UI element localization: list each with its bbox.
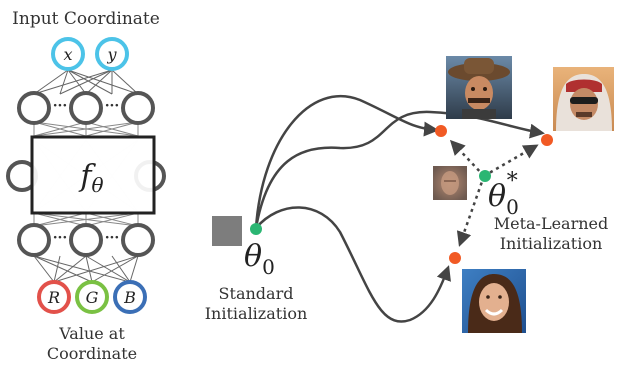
ellipsis: ··· xyxy=(105,98,120,114)
output-node-g: G xyxy=(75,280,109,314)
theta0-star-symbol: θ0* xyxy=(488,169,519,219)
meta-init-point xyxy=(479,170,491,182)
output-node-r-label: R xyxy=(47,288,60,307)
meta-initialization-label: Initialization xyxy=(500,234,603,253)
meta-learned-label: Meta-Learned xyxy=(494,214,609,233)
target-point-cowboy xyxy=(435,125,447,137)
output-node-b-label: B xyxy=(123,288,136,307)
meta-path-to-woman xyxy=(456,175,486,247)
meta-path-to-keffiyeh xyxy=(483,144,539,178)
gray-noise-square xyxy=(212,216,242,246)
ellipsis: ··· xyxy=(53,98,68,114)
ellipsis: ··· xyxy=(53,230,68,246)
standard-optimization-paths xyxy=(254,94,545,323)
path-to-woman xyxy=(255,206,451,323)
connections-input-layer1 xyxy=(33,69,139,95)
portrait-woman xyxy=(462,269,526,333)
path-to-cowboy xyxy=(254,94,439,229)
hidden-layer-1: ··· ··· xyxy=(17,91,155,125)
output-node-b: B xyxy=(113,280,147,314)
value-at-label: Value at xyxy=(58,324,125,343)
input-node-x: x xyxy=(51,37,85,71)
portrait-keffiyeh xyxy=(553,67,614,131)
output-node-r: R xyxy=(37,280,71,314)
output-node-g-label: G xyxy=(86,288,99,307)
input-node-x-label: x xyxy=(63,45,72,64)
portrait-blurred xyxy=(433,166,467,200)
initialization-label: Initialization xyxy=(205,304,308,323)
path-to-keffiyeh xyxy=(254,110,545,229)
meta-path-to-cowboy xyxy=(449,139,485,177)
standard-label: Standard xyxy=(219,284,294,303)
input-coordinate-label: Input Coordinate xyxy=(12,9,160,29)
input-node-y: y xyxy=(95,37,129,71)
portrait-cowboy xyxy=(446,56,512,119)
ellipsis: ··· xyxy=(105,230,120,246)
function-box xyxy=(30,135,156,215)
theta0-symbol: θ0 xyxy=(244,239,275,279)
target-point-keffiyeh xyxy=(541,134,553,146)
connections-layer3-output xyxy=(33,255,139,283)
input-node-y-label: y xyxy=(106,45,117,64)
target-point-woman xyxy=(449,252,461,264)
connections-box-layer3 xyxy=(33,212,139,227)
coordinate-label: Coordinate xyxy=(47,344,137,363)
hidden-layer-3: ··· ··· xyxy=(17,223,155,257)
standard-init-point xyxy=(250,223,262,235)
meta-optimization-paths xyxy=(449,139,539,247)
